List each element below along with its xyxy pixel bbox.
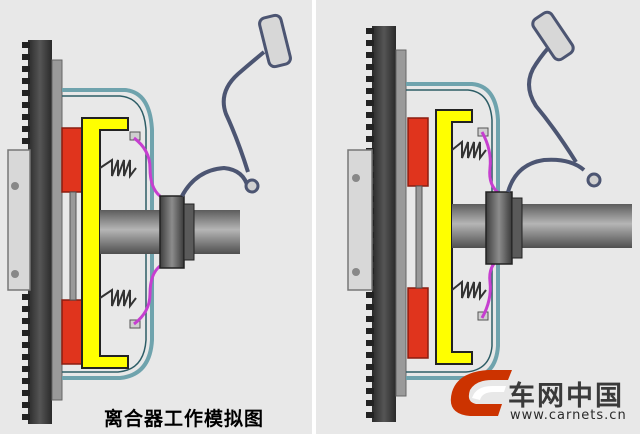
pressure-plate (435, 109, 473, 365)
pressure-plate (81, 117, 129, 369)
release-bearing (159, 195, 185, 269)
bearing-sleeve (183, 203, 195, 261)
bearing-sleeve (511, 197, 523, 259)
release-lever-bottom (133, 264, 162, 326)
release-lever-top (480, 131, 501, 196)
input-shaft (452, 204, 632, 248)
pedal-arm (221, 50, 266, 173)
crankshaft-hub (7, 149, 31, 291)
panel-disengaged (316, 0, 640, 434)
release-fork (506, 157, 586, 193)
diagram-caption: 离合器工作模拟图 (104, 408, 265, 430)
friction-disc (61, 127, 83, 365)
flywheel-face (51, 59, 63, 401)
release-lever-top (133, 136, 162, 198)
flywheel (366, 26, 396, 422)
clutch-pedal (258, 13, 292, 69)
panel-divider (312, 0, 316, 434)
fork-pivot (586, 172, 602, 188)
crankshaft-hub (347, 149, 373, 291)
watermark-url: www.carnets.cn (510, 408, 627, 423)
flywheel-face (395, 49, 407, 397)
release-fork (180, 165, 250, 197)
fork-pivot (244, 178, 260, 194)
panel-engaged (0, 0, 316, 434)
carnets-logo-icon (450, 370, 512, 416)
clutch-pedal (531, 10, 575, 62)
watermark-brand-name: 车网中国 (508, 381, 624, 412)
release-bearing (485, 191, 513, 265)
pedal-arm (527, 42, 578, 164)
friction-disc (407, 117, 429, 359)
